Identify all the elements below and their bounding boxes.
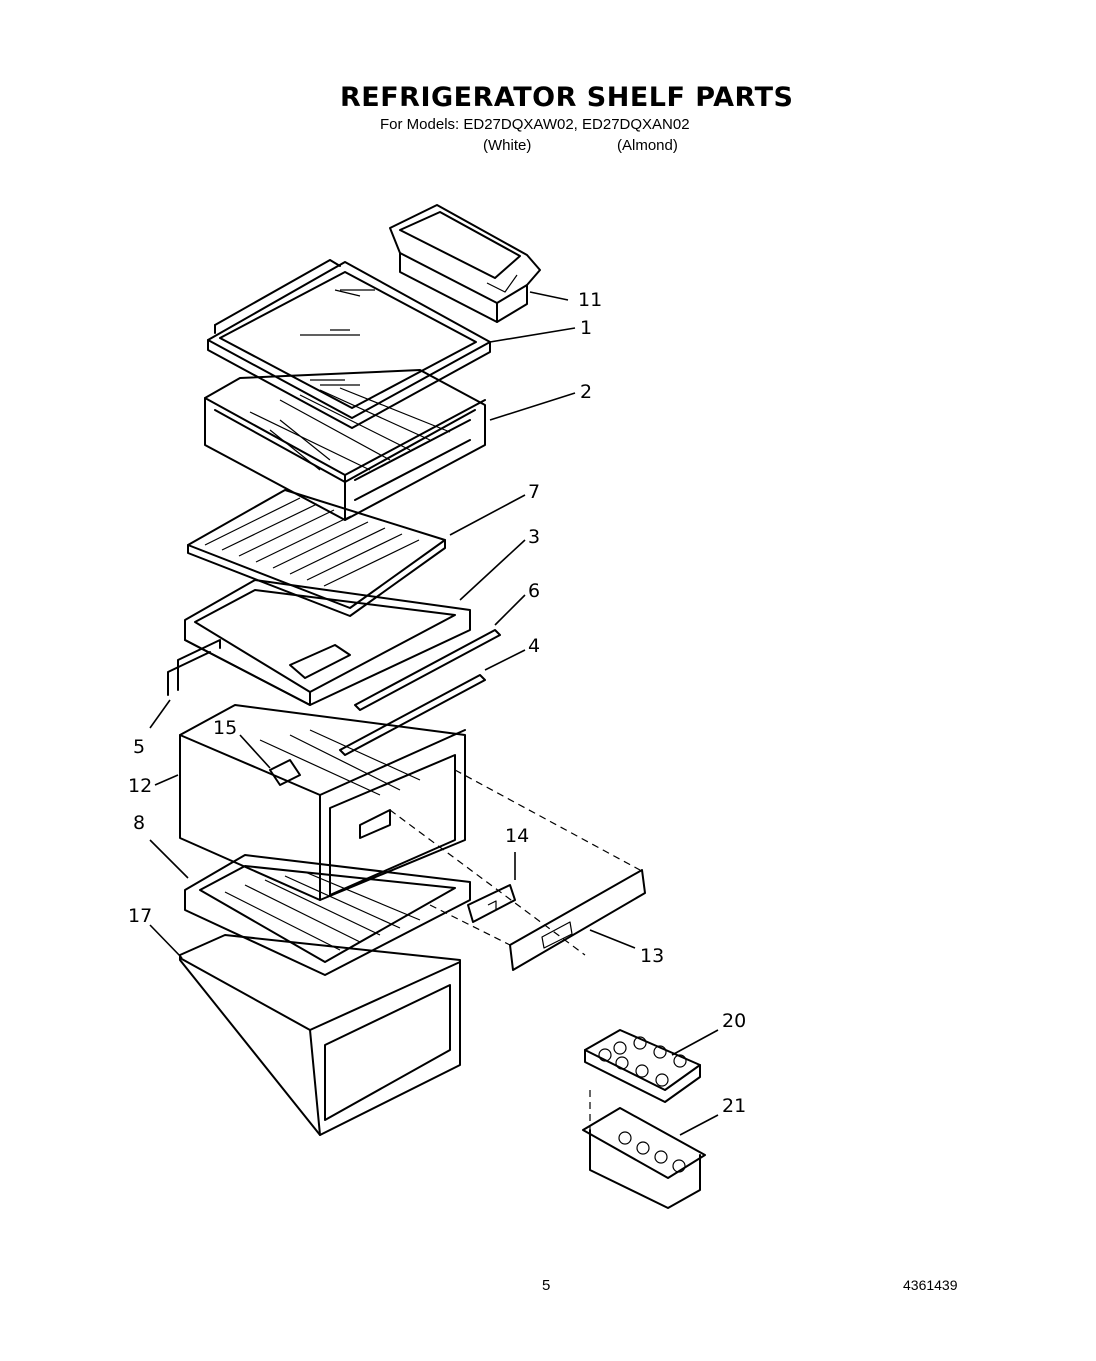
part-14-clip <box>467 884 516 923</box>
part-17-lower-drawer <box>179 934 461 1136</box>
callout-11: 11 <box>578 289 602 311</box>
part-21-egg-bin <box>582 1107 706 1209</box>
callout-14: 14 <box>505 825 529 847</box>
part-4-rail <box>339 674 486 756</box>
part-6-rail <box>354 629 501 711</box>
part-13-control-plate <box>509 869 646 971</box>
callout-21: 21 <box>722 1095 746 1117</box>
callout-6: 6 <box>528 580 540 602</box>
callout-labels: 11 1 2 7 3 6 4 5 15 12 8 14 17 13 20 21 <box>128 289 746 1117</box>
callout-7: 7 <box>528 481 540 503</box>
color-almond-label: (Almond) <box>617 137 678 154</box>
page-title: REFRIGERATOR SHELF PARTS <box>340 82 794 113</box>
callout-17: 17 <box>128 905 152 927</box>
callout-8: 8 <box>133 812 145 834</box>
callout-5: 5 <box>133 736 145 758</box>
part-3-cover-frame <box>167 579 471 706</box>
document-number: 4361439 <box>903 1277 958 1293</box>
callout-15: 15 <box>213 717 237 739</box>
color-white-label: (White) <box>483 137 532 154</box>
callout-12: 12 <box>128 775 152 797</box>
callout-13: 13 <box>640 945 664 967</box>
part-20-egg-tray <box>584 1029 701 1103</box>
callout-4: 4 <box>528 635 540 657</box>
part-2-pan <box>204 369 486 521</box>
callout-1: 1 <box>580 317 592 339</box>
callout-3: 3 <box>528 526 540 548</box>
page-number: 5 <box>542 1277 551 1294</box>
part-11-bin <box>389 204 541 323</box>
part-7-crisper-cover <box>187 489 446 617</box>
callout-2: 2 <box>580 381 592 403</box>
part-8-cover <box>184 854 471 976</box>
projection-lines <box>389 769 641 1130</box>
callout-20: 20 <box>722 1010 746 1032</box>
leader-lines <box>149 291 719 1136</box>
models-line: For Models: ED27DQXAW02, ED27DQXAN02 <box>380 116 690 133</box>
